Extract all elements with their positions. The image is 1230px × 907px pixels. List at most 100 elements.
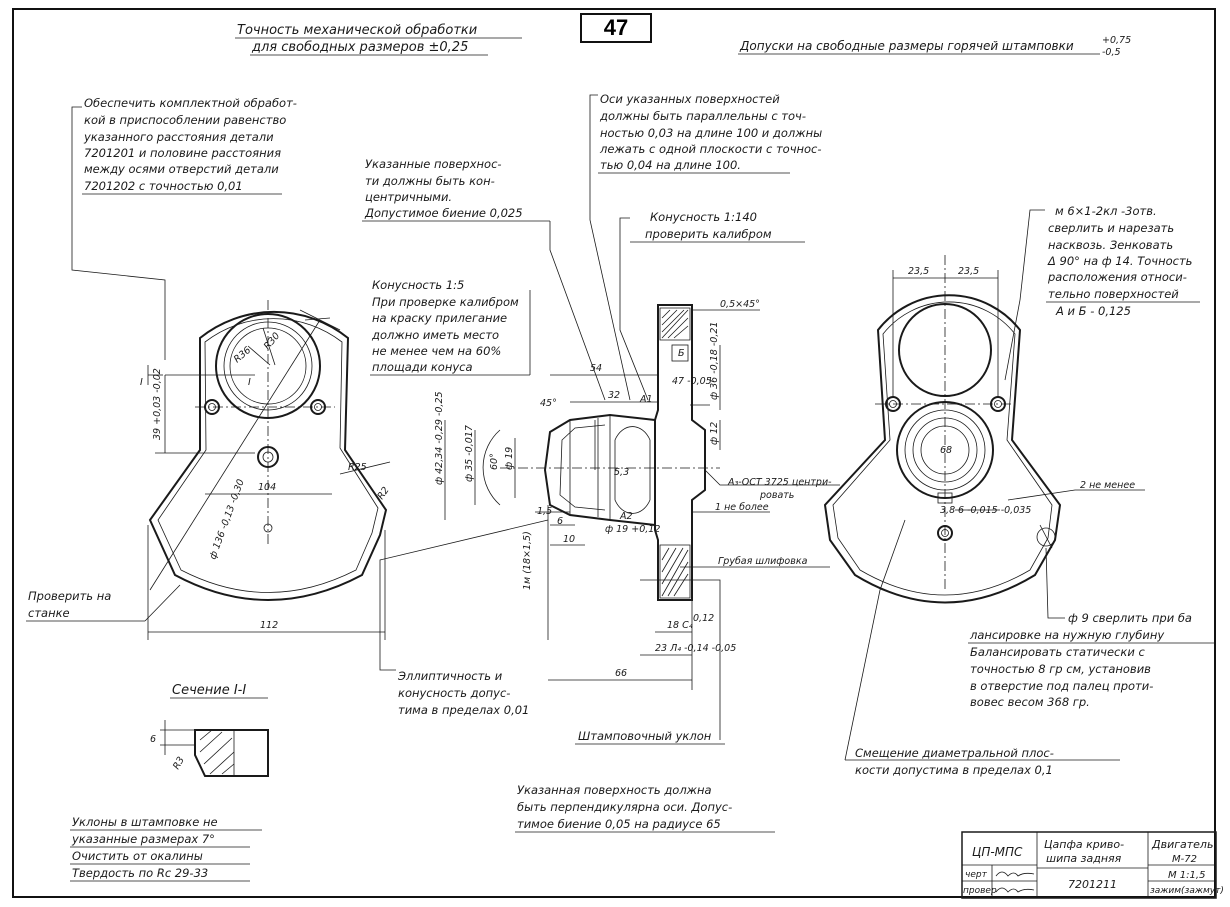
dim-d19: ф 19 — [504, 447, 515, 470]
dim-32: 32 — [608, 390, 620, 401]
dim-112: 112 — [260, 620, 278, 631]
right-view: 23,5 23,5 68 3,8 6 -0,015 -0,035 2 не ме… — [823, 209, 1145, 604]
svg-text:проверить калибром: проверить калибром — [645, 227, 772, 241]
dim-60deg: 60° — [489, 453, 500, 470]
dim-section-mark-top: I — [140, 377, 143, 388]
svg-text:кой в приспособлении равенство: кой в приспособлении равенство — [84, 113, 286, 127]
note-taper-140: Конусность 1:140 проверить калибром — [619, 210, 805, 401]
dim-23: 23 Л₄ -0,14 -0,05 — [655, 643, 736, 654]
svg-text:Конусность 1:140: Конусность 1:140 — [650, 210, 757, 224]
tb-sheet: зажим(зажмут) — [1150, 886, 1224, 896]
svg-text:ностью 0,03 на длине 100 и дол: ностью 0,03 на длине 100 и должны — [600, 126, 822, 140]
svg-text:между осями отверстий детали: между осями отверстий детали — [84, 162, 279, 176]
header-tolerance: Допуски на свободные размеры горячей шта… — [738, 35, 1131, 58]
dim-19-tol: ф 19 +0,12 — [605, 524, 660, 535]
svg-text:Проверить на: Проверить на — [28, 589, 111, 603]
tolerance-minus: -0,5 — [1102, 47, 1121, 58]
dim-r3: R3 — [171, 755, 187, 771]
title-block: ЦП-МПС Цапфа криво- шипа задняя Двигател… — [961, 831, 1224, 899]
note-rough-grind: Грубая шлифовка — [718, 556, 808, 567]
note-not-more: 1 не более — [715, 502, 769, 513]
dim-68: 68 — [940, 445, 952, 456]
dim-42: ф 42,34 -0,29 -0,25 — [434, 391, 445, 485]
dim-54: 54 — [590, 363, 602, 374]
dim-47: 47 -0,05 — [672, 376, 712, 387]
tb-scale: М 1:1,5 — [1168, 870, 1205, 881]
svg-text:тима в пределах 0,01: тима в пределах 0,01 — [398, 703, 529, 717]
svg-text:на краску прилегание: на краску прилегание — [372, 311, 507, 325]
note-not-less: 2 не менее — [1080, 480, 1135, 491]
note-center-2: ровать — [759, 490, 794, 501]
dim-5-3: 5,3 — [614, 467, 629, 478]
note-axes: Оси указанных поверхностей должны быть п… — [589, 92, 822, 401]
svg-text:Указанные поверхнос-: Указанные поверхнос- — [365, 157, 502, 171]
dim-r25: R25 — [348, 462, 367, 473]
dim-b: Б — [678, 348, 685, 359]
svg-text:Балансировать статически с: Балансировать статически с — [970, 645, 1145, 659]
svg-text:Уклоны в штамповке не: Уклоны в штамповке не — [72, 815, 218, 829]
note-stamp-slopes: Уклоны в штамповке не указанные размерах… — [70, 815, 262, 882]
dim-6: 6 — [557, 516, 563, 527]
note-perpendicular: Указанная поверхность должна быть перпен… — [515, 783, 775, 833]
svg-text:7201201 и половине расстояния: 7201201 и половине расстояния — [84, 146, 281, 160]
svg-text:вовес весом 368 гр.: вовес весом 368 гр. — [970, 695, 1090, 709]
svg-text:Δ 90° на ф 14. Точность: Δ 90° на ф 14. Точность — [1047, 254, 1192, 268]
svg-text:тимое биение 0,05 на радиусе 6: тимое биение 0,05 на радиусе 65 — [517, 817, 721, 831]
svg-text:При проверке калибром: При проверке калибром — [372, 295, 519, 309]
svg-text:тельно поверхностей: тельно поверхностей — [1048, 287, 1179, 301]
dim-66: 66 — [615, 668, 627, 679]
note-concentric: Указанные поверхнос- ти должны быть кон-… — [362, 157, 606, 401]
dim-39: 39 +0,03 -0,02 — [152, 368, 163, 440]
svg-text:в отверстие под палец проти-: в отверстие под палец проти- — [970, 679, 1153, 693]
svg-text:Эллиптичность и: Эллиптичность и — [397, 669, 503, 683]
note-check-machine: Проверить на станке — [26, 584, 181, 622]
dim-18c: 18 С₄ — [667, 620, 693, 631]
svg-text:лансировке на нужную глубину: лансировке на нужную глубину — [969, 628, 1164, 642]
svg-text:А и Б - 0,125: А и Б - 0,125 — [1055, 304, 1131, 318]
svg-text:быть перпендикулярна оси. Допу: быть перпендикулярна оси. Допус- — [517, 800, 732, 814]
dim-23-5-a: 23,5 — [908, 266, 929, 277]
note-holes: м 6×1-2кл -3отв. сверлить и нарезать нас… — [1046, 204, 1200, 318]
svg-text:не менее чем на 60%: не менее чем на 60% — [372, 344, 501, 358]
svg-text:центричными.: центричными. — [365, 190, 452, 204]
tb-part-name-1: Цапфа криво- — [1044, 838, 1124, 851]
page-number: 47 — [580, 13, 652, 43]
note-center: А₃-ОСТ 3725 центри- — [727, 477, 832, 488]
dim-a1: А1 — [639, 394, 653, 405]
dim-thread: 1м (18×1,5) — [522, 531, 533, 590]
dim-1-5: 1,5 — [537, 506, 552, 517]
svg-text:расположения относи-: расположения относи- — [1047, 270, 1187, 284]
svg-text:лежать с одной плоскости с точ: лежать с одной плоскости с точнос- — [599, 142, 822, 156]
dim-23-5-b: 23,5 — [958, 266, 979, 277]
dim-10: 10 — [563, 534, 575, 545]
precision-line2: для свободных размеров ±0,25 — [251, 40, 468, 55]
svg-text:Смещение диаметральной плос-: Смещение диаметральной плос- — [855, 746, 1054, 760]
tolerance-plus: +0,75 — [1102, 35, 1131, 46]
svg-text:ф 9 сверлить при ба: ф 9 сверлить при ба — [1068, 611, 1192, 625]
dim-chamfer: 0,5×45° — [720, 299, 760, 310]
svg-text:сверлить и нарезать: сверлить и нарезать — [1048, 221, 1174, 235]
dim-12: ф 12 — [709, 422, 720, 445]
tb-checked: провер — [963, 886, 997, 896]
header-precision: Точность механической обработки для своб… — [235, 23, 522, 56]
note-offset: Смещение диаметральной плос- кости допус… — [844, 519, 1120, 777]
svg-text:тью 0,04 на длине 100.: тью 0,04 на длине 100. — [600, 158, 741, 172]
svg-text:площади конуса: площади конуса — [372, 360, 473, 374]
tb-part-number: 7201211 — [1068, 878, 1117, 891]
dim-45deg: 45° — [540, 398, 557, 409]
svg-text:кости допустима в пределах 0,1: кости допустима в пределах 0,1 — [855, 763, 1053, 777]
dim-35: ф 35 -0,017 — [464, 425, 475, 482]
dim-a2: А2 — [619, 511, 633, 522]
note-ellipticity: Эллиптичность и конусность допус- тима в… — [379, 519, 549, 717]
svg-text:ти должны быть кон-: ти должны быть кон- — [365, 174, 495, 188]
svg-text:станке: станке — [28, 606, 70, 620]
section-view: Сечение I-I 6 R3 — [150, 683, 269, 777]
svg-text:должны быть параллельны с точ-: должны быть параллельны с точ- — [599, 109, 806, 123]
svg-text:указанные размерах 7°: указанные размерах 7° — [71, 832, 215, 846]
svg-text:Штамповочный уклон: Штамповочный уклон — [578, 729, 712, 743]
svg-text:насквозь. Зенковать: насквозь. Зенковать — [1048, 238, 1173, 252]
note-stamp-slope: Штамповочный уклон — [575, 729, 725, 745]
svg-text:конусность допус-: конусность допус- — [398, 686, 510, 700]
section-label: Сечение I-I — [172, 683, 246, 698]
